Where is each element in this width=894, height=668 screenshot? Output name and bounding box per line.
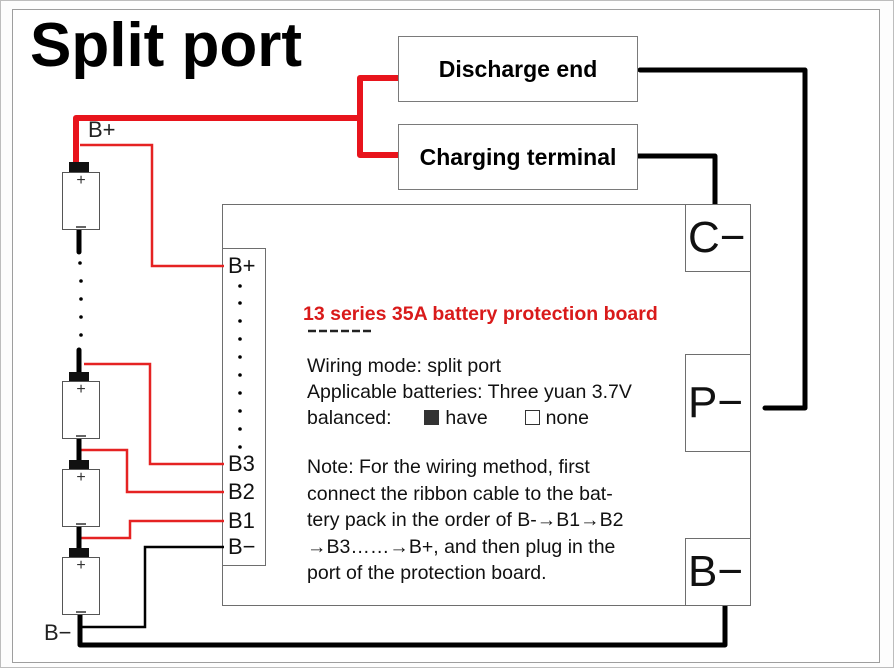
- page-title: Split port: [30, 11, 303, 80]
- wiring-note: Note: For the wiring method, first conne…: [307, 454, 667, 587]
- balance-wire-b2: [80, 448, 224, 494]
- port-p-minus: P−: [685, 354, 751, 452]
- discharge-end-label: Discharge end: [438, 55, 598, 82]
- have-checkbox-filled-icon: [424, 410, 440, 425]
- pin-b3: B3: [228, 451, 255, 476]
- connector-ellipsis-dots: [238, 284, 242, 449]
- pin-b-plus: B+: [228, 253, 256, 278]
- cell-cap-2: [69, 372, 89, 382]
- applicable-batteries-text: Applicable batteries: Three yuan 3.7V: [307, 381, 632, 403]
- battery-cell-2: +: [62, 381, 100, 439]
- cell-minus-sign: [76, 435, 86, 437]
- port-b-minus: B−: [685, 538, 751, 606]
- cell-minus-sign: [76, 226, 86, 228]
- pin-b1: B1: [228, 508, 255, 533]
- cell-minus-sign: [76, 523, 86, 525]
- port-c-minus-label: C−: [688, 213, 746, 262]
- cell-plus-sign: +: [76, 172, 86, 189]
- main-positive-wire: [73, 75, 400, 168]
- have-option-label: have: [445, 407, 488, 429]
- discharge-negative-wire: [637, 67, 808, 411]
- balance-connector: [222, 248, 266, 566]
- pin-b-minus: B−: [228, 534, 256, 559]
- none-checkbox-empty-icon: [524, 410, 540, 425]
- balanced-row: balanced: have none: [307, 405, 589, 431]
- note-line: port of the protection board.: [307, 562, 547, 584]
- note-line: Note: For the wiring method, first: [307, 456, 590, 478]
- discharge-end-box: Discharge end: [398, 36, 638, 102]
- cell-plus-sign: +: [76, 381, 86, 398]
- port-p-minus-label: P−: [688, 378, 744, 427]
- charging-negative-wire: [635, 153, 718, 207]
- note-line: tery pack in the order of B-→B1→B2: [307, 509, 624, 531]
- battery-cell-3: +: [62, 469, 100, 527]
- pin-b2: B2: [228, 479, 255, 504]
- protection-board: [222, 204, 751, 606]
- board-title: 13 series 35A battery protection board: [303, 303, 658, 325]
- none-option-label: none: [545, 407, 589, 429]
- main-negative-wire: [77, 606, 728, 648]
- battery-cell-1: +: [62, 172, 100, 230]
- balanced-label: balanced:: [307, 407, 392, 429]
- port-c-minus: C−: [685, 204, 751, 272]
- cell-cap-4: [69, 548, 89, 558]
- cell-plus-sign: +: [76, 469, 86, 486]
- balance-wire-b1: [80, 519, 224, 540]
- cell-plus-sign: +: [76, 557, 86, 574]
- balance-wire-b3: [84, 362, 224, 466]
- charging-terminal-label: Charging terminal: [419, 143, 617, 170]
- charging-positive-wire: [357, 118, 400, 158]
- cell-cap-3: [69, 460, 89, 470]
- note-line: connect the ribbon cable to the bat-: [307, 482, 613, 505]
- pack-negative-label: B−: [44, 620, 72, 645]
- note-line: →B3……→B+, and then plug in the: [307, 535, 616, 558]
- cell-ellipsis-dots: [78, 261, 83, 337]
- cell-minus-sign: [76, 611, 86, 613]
- port-b-minus-label: B−: [688, 547, 744, 596]
- wiring-mode-text: Wiring mode: split port: [307, 355, 501, 377]
- balance-wire-b-plus: [80, 143, 224, 268]
- balance-wire-b-minus: [80, 545, 224, 629]
- pack-positive-label: B+: [88, 117, 116, 142]
- cell-cap-1: [69, 162, 89, 172]
- charging-terminal-box: Charging terminal: [398, 124, 638, 190]
- battery-cell-4: +: [62, 557, 100, 615]
